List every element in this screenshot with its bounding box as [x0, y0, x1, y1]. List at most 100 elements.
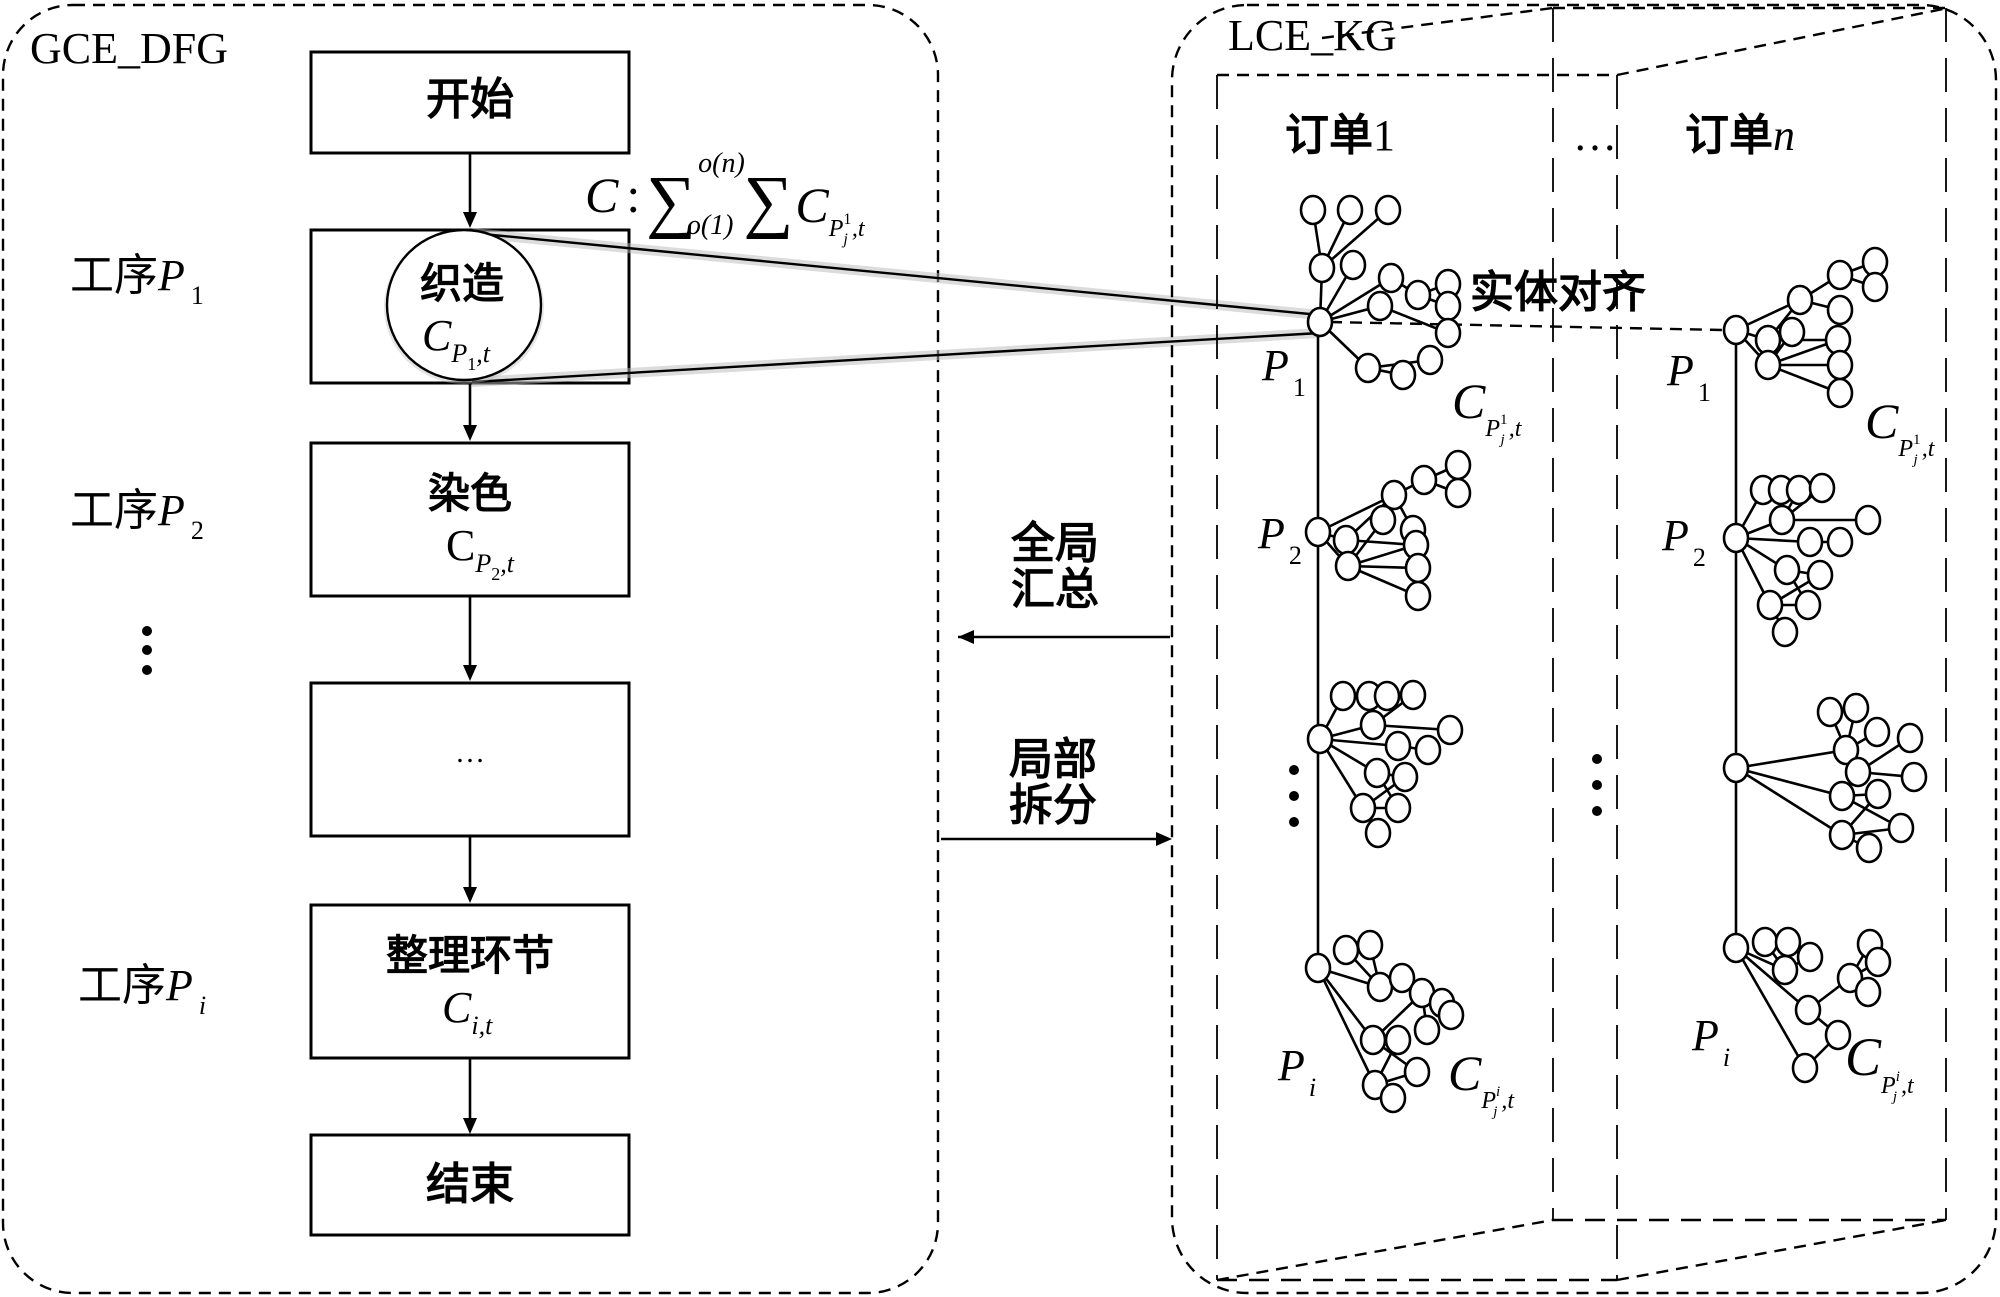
graph-node[interactable] — [1404, 279, 1432, 311]
graph-node[interactable] — [1403, 1056, 1431, 1088]
process-node[interactable] — [1304, 952, 1332, 984]
graph-node[interactable] — [1842, 692, 1870, 724]
graph-node[interactable] — [1832, 734, 1860, 766]
graph-node[interactable] — [1854, 976, 1882, 1008]
graph-node[interactable] — [1751, 926, 1779, 958]
flow-start-box[interactable]: 开始 — [309, 50, 631, 155]
graph-node[interactable] — [1863, 716, 1891, 748]
process-node[interactable] — [1722, 932, 1750, 964]
graph-node[interactable] — [1414, 734, 1442, 766]
graph-node[interactable] — [1444, 477, 1472, 509]
graph-node[interactable] — [1404, 580, 1432, 612]
process-node[interactable] — [1722, 522, 1750, 554]
graph-node[interactable] — [1359, 1024, 1387, 1056]
graph-node[interactable] — [1364, 817, 1392, 849]
graph-node[interactable] — [1887, 812, 1915, 844]
graph-node[interactable] — [1826, 526, 1854, 558]
process-node[interactable] — [1722, 752, 1750, 784]
graph-node[interactable] — [1436, 714, 1464, 746]
graph-node[interactable] — [1369, 504, 1397, 536]
graph-node[interactable] — [1363, 757, 1391, 789]
graph-node[interactable] — [1826, 377, 1854, 409]
graph-node[interactable] — [1308, 252, 1336, 284]
graph-node[interactable] — [1366, 971, 1394, 1003]
graph-node[interactable] — [1786, 284, 1814, 316]
graph-node[interactable] — [1359, 709, 1387, 741]
graph-node[interactable] — [1768, 504, 1796, 536]
process-node[interactable] — [1306, 306, 1334, 338]
graph-node[interactable] — [1785, 474, 1813, 506]
graph-node[interactable] — [1410, 464, 1438, 496]
graph-node[interactable] — [1771, 616, 1799, 648]
process-node[interactable] — [1304, 516, 1332, 548]
graph-node[interactable] — [1864, 778, 1892, 810]
graph-node[interactable] — [1434, 317, 1462, 349]
graph-node[interactable] — [1806, 559, 1834, 591]
flow-finishing-box[interactable]: 整理环节 Ci,t — [309, 903, 631, 1060]
graph-node[interactable] — [1354, 352, 1382, 384]
graph-node[interactable] — [1434, 290, 1462, 322]
graph-node[interactable] — [1773, 554, 1801, 586]
graph-node[interactable] — [1373, 680, 1401, 712]
process-node[interactable] — [1306, 723, 1334, 755]
graph-node[interactable] — [1771, 954, 1799, 986]
graph-node[interactable] — [1391, 761, 1419, 793]
graph-node[interactable] — [1404, 552, 1432, 584]
graph-node[interactable] — [1808, 472, 1836, 504]
graph-node[interactable] — [1826, 294, 1854, 326]
graph-node[interactable] — [1824, 1019, 1852, 1051]
graph-node[interactable] — [1844, 756, 1872, 788]
graph-node[interactable] — [1756, 589, 1784, 621]
graph-node[interactable] — [1377, 262, 1405, 294]
graph-node[interactable] — [1336, 194, 1364, 226]
graph-node[interactable] — [1796, 526, 1824, 558]
graph-node[interactable] — [1864, 946, 1892, 978]
graph-node[interactable] — [1826, 349, 1854, 381]
graph-node[interactable] — [1413, 1014, 1441, 1046]
graph-node[interactable] — [1366, 290, 1394, 322]
graph-node[interactable] — [1824, 324, 1852, 356]
process-node[interactable] — [1722, 314, 1750, 346]
graph-node[interactable] — [1791, 1052, 1819, 1084]
graph-node[interactable] — [1332, 934, 1360, 966]
flow-dyeing-box[interactable]: 染色 CP2,t — [309, 441, 631, 598]
graph-node[interactable] — [1389, 359, 1417, 391]
graph-node[interactable] — [1774, 926, 1802, 958]
graph-node[interactable] — [1380, 479, 1408, 511]
graph-node[interactable] — [1339, 249, 1367, 281]
graph-node[interactable] — [1437, 999, 1465, 1031]
graph-node[interactable] — [1794, 994, 1822, 1026]
graph-node[interactable] — [1299, 194, 1327, 226]
graph-node[interactable] — [1384, 730, 1412, 762]
graph-node[interactable] — [1384, 792, 1412, 824]
graph-node[interactable] — [1754, 349, 1782, 381]
graph-node[interactable] — [1332, 524, 1360, 556]
weaving-magnifier[interactable]: 织造 CP1,t — [384, 228, 544, 384]
graph-node[interactable] — [1854, 504, 1882, 536]
graph-node[interactable] — [1334, 550, 1362, 582]
graph-node[interactable] — [1416, 344, 1444, 376]
graph-node[interactable] — [1379, 1082, 1407, 1114]
graph-node[interactable] — [1816, 696, 1844, 728]
graph-node[interactable] — [1778, 316, 1806, 348]
flow-ellipsis-box[interactable]: … — [309, 681, 631, 838]
graph-node[interactable] — [1828, 819, 1856, 851]
graph-node[interactable] — [1444, 449, 1472, 481]
graph-node[interactable] — [1836, 962, 1864, 994]
graph-node[interactable] — [1349, 792, 1377, 824]
graph-node[interactable] — [1794, 589, 1822, 621]
graph-node[interactable] — [1796, 941, 1824, 973]
graph-node[interactable] — [1399, 679, 1427, 711]
graph-node[interactable] — [1329, 680, 1357, 712]
flow-end-box[interactable]: 结束 — [309, 1133, 631, 1237]
graph-node[interactable] — [1826, 259, 1854, 291]
graph-node[interactable] — [1896, 722, 1924, 754]
graph-node[interactable] — [1900, 761, 1928, 793]
graph-node[interactable] — [1374, 194, 1402, 226]
graph-node[interactable] — [1828, 780, 1856, 812]
graph-node[interactable] — [1861, 271, 1889, 303]
graph-node[interactable] — [1855, 832, 1883, 864]
graph-node[interactable] — [1384, 1024, 1412, 1056]
graph-node[interactable] — [1388, 962, 1416, 994]
graph-node[interactable] — [1356, 929, 1384, 961]
